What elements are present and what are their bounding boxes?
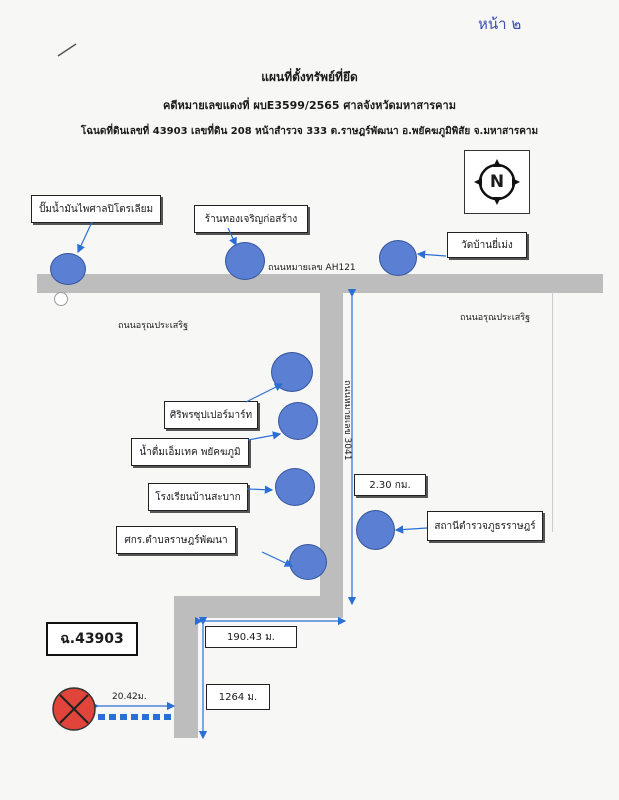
highway-label: ถนนหมายเลข AH121 <box>268 263 356 273</box>
supermarket-arrow <box>245 383 284 403</box>
gold-shop-label: ร้านทองเจริญก่อสร้าง <box>194 205 308 233</box>
school-arrow <box>246 485 274 494</box>
temple-marker <box>379 240 417 276</box>
police-marker <box>356 510 395 550</box>
target-parcel-marker <box>52 687 96 731</box>
temple-label: วัดบ้านยี่เม่ง <box>447 232 527 258</box>
road-3041-distance: 2.30 กม. <box>354 474 426 496</box>
gas-station-marker <box>50 253 86 285</box>
child-center-arrow <box>261 551 294 567</box>
gold-shop-marker <box>225 242 265 280</box>
temple-arrow <box>416 250 447 259</box>
gas-station-arrow <box>77 221 93 254</box>
gold-shop-arrow <box>227 227 237 247</box>
water-plant-arrow <box>247 431 282 441</box>
map-title: แผนที่ตั้งทรัพย์ที่ยึด <box>261 70 358 84</box>
page-number: หน้า ๒ <box>478 15 522 33</box>
compass-rose-icon <box>474 159 520 205</box>
parcel-label: ฉ.43903 <box>46 622 138 656</box>
west-road-label: ถนนอรุณประเสริฐ <box>118 321 189 331</box>
police-label: สถานีตำรวจภูธรราษฎร์ <box>427 511 543 541</box>
water-plant-label: น้ำดื่มเอ็มเทค พยัคฆภูมิ <box>131 438 249 466</box>
connector-road-horizontal <box>174 596 343 618</box>
page-border-line <box>552 292 553 532</box>
deed-info: โฉนดที่ดินเลขที่ 43903 เลขที่ดิน 208 หน้… <box>80 126 539 137</box>
child-center-label: ศกร.ตำบลราษฎร์พัฒนา <box>116 526 236 554</box>
connector-road-vertical <box>174 596 198 738</box>
compass-letter: N <box>489 172 505 192</box>
water-plant-marker <box>278 402 318 440</box>
hole-punch <box>54 292 68 306</box>
school-marker <box>275 468 315 506</box>
east-road-label: ถนนอรุณประเสริฐ <box>460 313 531 323</box>
gas-station-label: ปั๊มน้ำมันไพศาลปิโตรเลียม <box>31 195 161 223</box>
dotted-distance: 20.42ม. <box>112 692 147 702</box>
road-3041-vertical <box>320 293 343 606</box>
compass: N <box>464 150 530 214</box>
vertical-distance: 1264 ม. <box>206 684 270 710</box>
supermarket-label: ศิริพรซุปเปอร์มาร์ท <box>164 401 258 429</box>
school-label: โรงเรียนบ้านสะบาก <box>148 483 248 511</box>
police-arrow <box>394 525 428 534</box>
highway-road <box>37 274 603 293</box>
case-number: คดีหมายเลขแดงที่ ผบE3599/2565 ศาลจังหวัด… <box>163 99 456 112</box>
